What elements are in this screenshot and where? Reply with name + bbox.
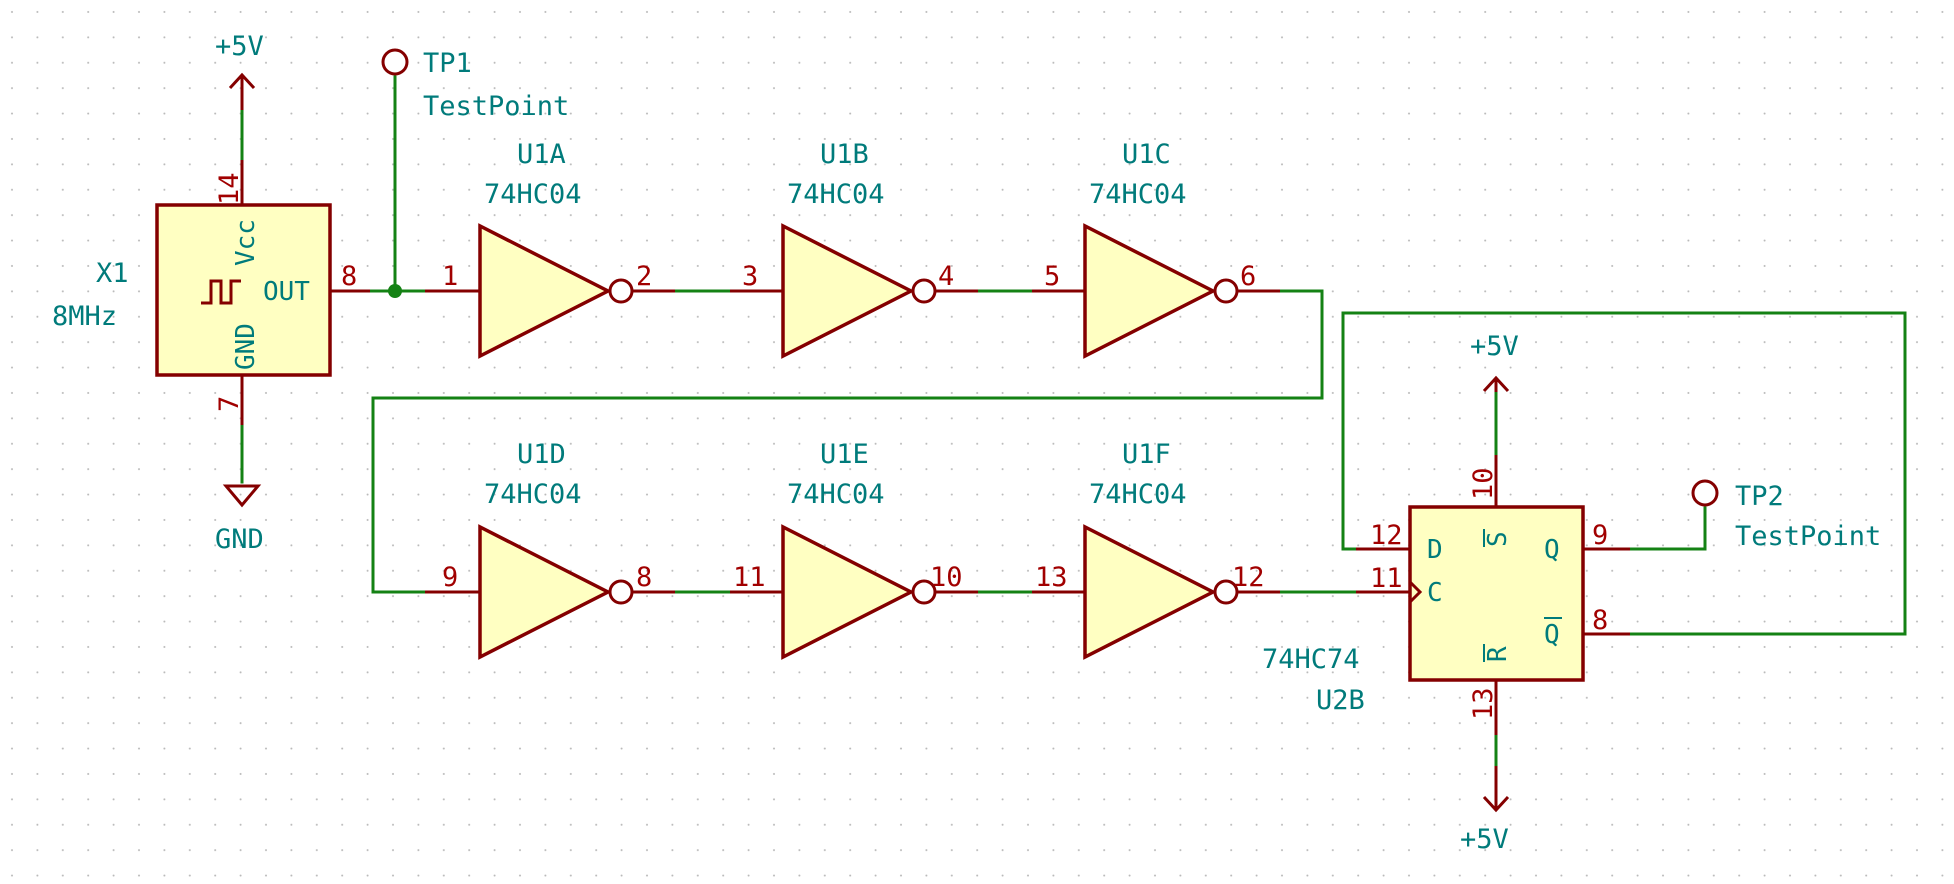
wire-u1c-u1d xyxy=(371,289,1324,594)
x1-value: 8MHz xyxy=(52,301,117,332)
x1-pin-vcc-name: Vcc xyxy=(231,219,261,266)
ff-pin-c-name: C xyxy=(1427,578,1443,608)
power-osc-vcc: +5V xyxy=(215,31,264,110)
inverter-u1a[interactable]: 1 2 U1A 74HC04 xyxy=(425,139,675,359)
inverter-u1b[interactable]: 3 4 U1B 74HC04 xyxy=(730,139,978,359)
ff-pin-qbar-number: 8 xyxy=(1592,605,1608,636)
inverter-u1c[interactable]: 5 6 U1C 74HC04 xyxy=(1032,139,1280,359)
u1e-reference: U1E xyxy=(820,439,869,470)
power-ff-set: +5V xyxy=(1470,331,1519,393)
ff-pin-s-name: S xyxy=(1483,531,1513,547)
flipflop-u2b[interactable]: D C Q Q S R 12 11 9 8 10 13 74HC74 U2B xyxy=(1262,455,1630,735)
power-osc-vcc-label: +5V xyxy=(215,31,264,62)
clock-triangle-icon xyxy=(1408,580,1423,604)
u1c-in-pin: 5 xyxy=(1044,261,1060,292)
u1a-in-pin: 1 xyxy=(442,261,458,292)
testpoint-tp2[interactable]: TP2 TestPoint xyxy=(1691,479,1881,552)
u1a-value: 74HC04 xyxy=(484,179,582,210)
ff-pin-q-name: Q xyxy=(1544,535,1560,565)
u1e-out-pin: 10 xyxy=(930,562,963,593)
wires xyxy=(240,75,1907,772)
inverter-u1f[interactable]: 13 12 U1F 74HC04 xyxy=(1032,439,1280,660)
square-wave-icon xyxy=(201,279,241,305)
u2b-value: 74HC74 xyxy=(1262,644,1360,675)
u1b-in-pin: 3 xyxy=(742,261,758,292)
wire-qbar-to-d xyxy=(1341,311,1907,636)
ff-pin-s-number: 10 xyxy=(1468,467,1499,500)
u2b-reference: U2B xyxy=(1316,685,1365,716)
u1a-reference: U1A xyxy=(517,139,566,170)
ff-pin-q-number: 9 xyxy=(1592,520,1608,551)
power-osc-gnd: GND xyxy=(215,484,264,555)
junction-dot xyxy=(388,284,402,298)
x1-pin-vcc-number: 14 xyxy=(214,172,245,205)
u1f-value: 74HC04 xyxy=(1089,479,1187,510)
inverter-u1e[interactable]: 11 10 U1E 74HC04 xyxy=(730,439,978,660)
u1b-out-pin: 4 xyxy=(938,261,954,292)
u1f-in-pin: 13 xyxy=(1035,562,1068,593)
ff-pin-c-number: 11 xyxy=(1370,563,1403,594)
u1c-value: 74HC04 xyxy=(1089,179,1187,210)
ff-pin-qbar-name: Q xyxy=(1544,620,1560,650)
tp2-value: TestPoint xyxy=(1735,521,1881,552)
u1f-out-pin: 12 xyxy=(1232,562,1265,593)
power-osc-gnd-label: GND xyxy=(215,524,264,555)
oscillator-x1[interactable]: X1 8MHz OUT Vcc GND 14 7 8 xyxy=(52,160,370,425)
x1-reference: X1 xyxy=(96,258,129,289)
power-ff-reset: +5V xyxy=(1460,766,1510,855)
u1e-in-pin: 11 xyxy=(733,562,766,593)
u1a-out-pin: 2 xyxy=(636,261,652,292)
x1-pin-out-name: OUT xyxy=(263,277,310,307)
power-ff-reset-label: +5V xyxy=(1460,824,1509,855)
u1c-reference: U1C xyxy=(1122,139,1171,170)
tp1-reference: TP1 xyxy=(423,48,472,79)
u1e-value: 74HC04 xyxy=(787,479,885,510)
power-ff-set-label: +5V xyxy=(1470,331,1519,362)
u1d-value: 74HC04 xyxy=(484,479,582,510)
ff-pin-d-name: D xyxy=(1427,535,1443,565)
u1c-out-pin: 6 xyxy=(1240,261,1256,292)
x1-pin-gnd-name: GND xyxy=(231,323,261,370)
ff-pin-r-number: 13 xyxy=(1468,687,1499,720)
ff-pin-r-name: R xyxy=(1483,646,1513,662)
ff-pin-d-number: 12 xyxy=(1370,520,1403,551)
u1d-out-pin: 8 xyxy=(636,562,652,593)
testpoint-tp1[interactable]: TP1 TestPoint xyxy=(381,48,569,122)
u1b-reference: U1B xyxy=(820,139,869,170)
u1f-reference: U1F xyxy=(1122,439,1171,470)
u1d-reference: U1D xyxy=(517,439,566,470)
u1b-value: 74HC04 xyxy=(787,179,885,210)
x1-pin-out-number: 8 xyxy=(341,261,357,292)
u1d-in-pin: 9 xyxy=(442,562,458,593)
inverter-u1d[interactable]: 9 8 U1D 74HC04 xyxy=(425,439,675,660)
wire-q-tp2 xyxy=(1628,506,1707,551)
x1-pin-gnd-number: 7 xyxy=(214,396,245,412)
tp2-reference: TP2 xyxy=(1735,481,1784,512)
tp1-value: TestPoint xyxy=(423,91,569,122)
